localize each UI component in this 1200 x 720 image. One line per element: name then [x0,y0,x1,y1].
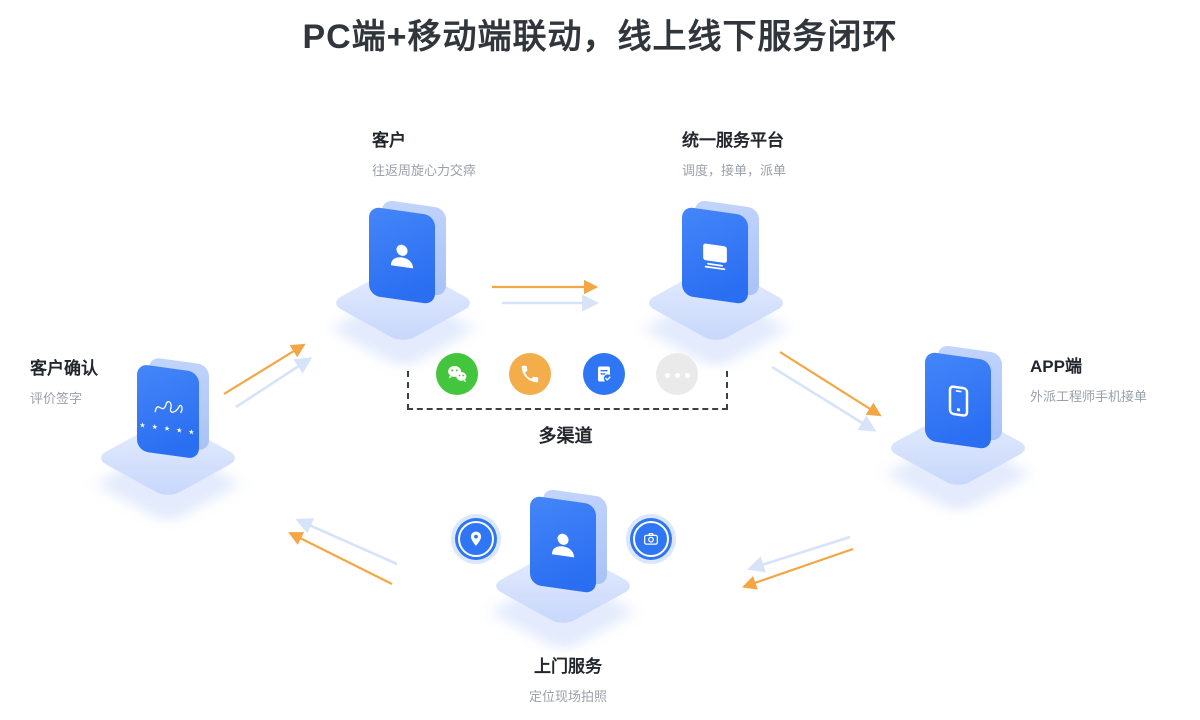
confirm-label: 客户确认 [30,359,98,378]
app-label-block: APP端 外派工程师手机接单 [1030,352,1147,405]
app-subtitle: 外派工程师手机接单 [1030,389,1148,404]
camera-icon [644,532,658,545]
work-order-check-icon [598,366,612,383]
signature-icon [154,400,183,413]
wechat-icon [448,365,467,383]
customer-label: 客户 [372,131,406,150]
onsite-label-block: 上门服务 定位现场拍照 [488,652,648,705]
work-order-channel [583,353,625,395]
onsite-subtitle: 定位现场拍照 [528,689,607,704]
smartphone-icon [948,384,969,417]
wechat-channel [436,353,478,395]
monitor-icon [703,243,727,270]
onsite-card [530,495,596,594]
app-label: APP端 [1030,357,1082,376]
customer-label-block: 客户 往返周旋心力交瘁 [372,126,476,179]
user-icon [551,533,575,557]
multichannel-bracket [407,371,728,410]
phone-call-icon [521,365,539,383]
confirm-subtitle: 评价签字 [30,391,83,406]
customer-card [369,206,435,305]
more-ellipsis-icon [662,365,692,383]
location-pin-icon [470,531,482,546]
location-badge [455,518,497,560]
more-channel [656,353,698,395]
page-title: PC端+移动端联动，线上线下服务闭环 [302,18,898,56]
service-platform-label: 统一服务平台 [682,131,784,150]
camera-badge [630,518,672,560]
customer-subtitle: 往返周旋心力交瘁 [372,163,477,178]
app-card [925,351,991,450]
service-platform-card [682,206,748,305]
confirm-label-block: 客户确认 评价签字 [30,354,98,407]
multichannel-label: 多渠道 [538,426,593,446]
onsite-label: 上门服务 [534,657,602,676]
confirm-card: ★ ★ ★ ★ ★ [137,363,199,460]
service-platform-subtitle: 调度，接单，派单 [682,163,787,178]
phone-channel [509,353,551,395]
service-platform-label-block: 统一服务平台 调度，接单，派单 [682,126,786,179]
user-icon [390,244,414,268]
